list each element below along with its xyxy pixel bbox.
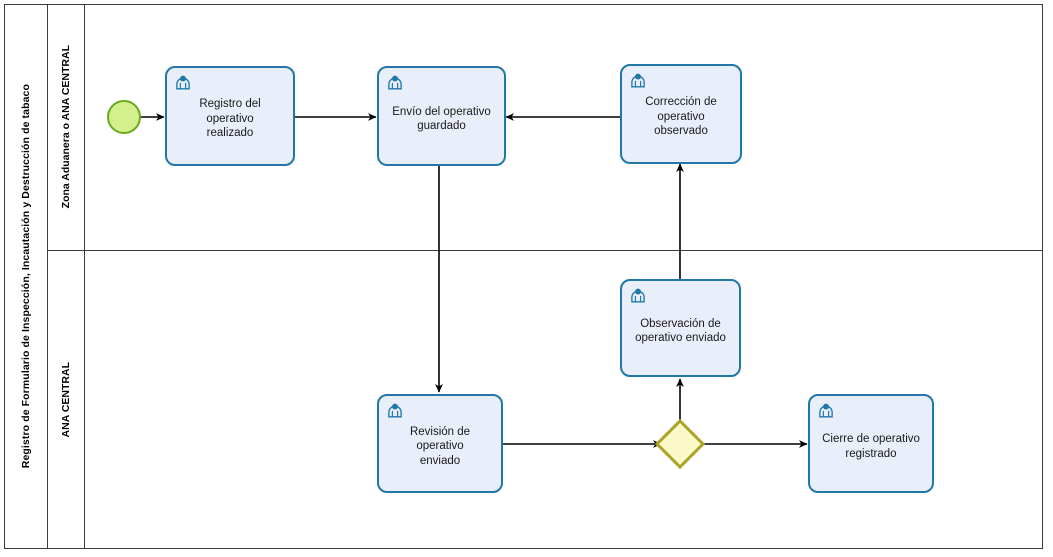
lane-header-zona-aduanera: Zona Aduanera o ANA CENTRAL bbox=[48, 4, 85, 250]
task-label: Registro del operativo realizado bbox=[199, 98, 261, 140]
task-revision-de-operativo-enviado[interactable]: Revisión de operativo enviado bbox=[377, 394, 503, 493]
task-registro-del-operativo-realizado[interactable]: Registro del operativo realizado bbox=[165, 66, 295, 166]
user-task-icon bbox=[629, 71, 647, 89]
lane-divider bbox=[48, 250, 1043, 251]
pool-title: Registro de Formulario de Inspección, In… bbox=[4, 4, 48, 549]
task-label: Corrección de operativo observado bbox=[645, 96, 717, 138]
task-label: Revisión de operativo enviado bbox=[409, 425, 471, 467]
user-task-icon bbox=[817, 401, 835, 419]
user-task-icon bbox=[629, 286, 647, 304]
task-label: Envío del operativo guardado bbox=[392, 105, 491, 132]
lane-label-ana-central: ANA CENTRAL bbox=[60, 361, 72, 438]
task-label: Cierre de operativo registrado bbox=[822, 433, 920, 460]
lane-header-ana-central: ANA CENTRAL bbox=[48, 250, 85, 549]
task-observacion-de-operativo-enviado[interactable]: Observación de operativo enviado bbox=[620, 279, 741, 377]
start-event[interactable] bbox=[107, 100, 141, 134]
user-task-icon bbox=[174, 73, 192, 91]
user-task-icon bbox=[386, 401, 404, 419]
pool-title-label: Registro de Formulario de Inspección, In… bbox=[19, 84, 32, 469]
user-task-icon bbox=[386, 73, 404, 91]
task-correccion-de-operativo-observado[interactable]: Corrección de operativo observado bbox=[620, 64, 742, 164]
task-cierre-de-operativo-registrado[interactable]: Cierre de operativo registrado bbox=[808, 394, 934, 493]
task-envio-del-operativo-guardado[interactable]: Envío del operativo guardado bbox=[377, 66, 506, 166]
lane-label-zona-aduanera: Zona Aduanera o ANA CENTRAL bbox=[60, 45, 72, 209]
task-label: Observación de operativo enviado bbox=[635, 317, 726, 344]
